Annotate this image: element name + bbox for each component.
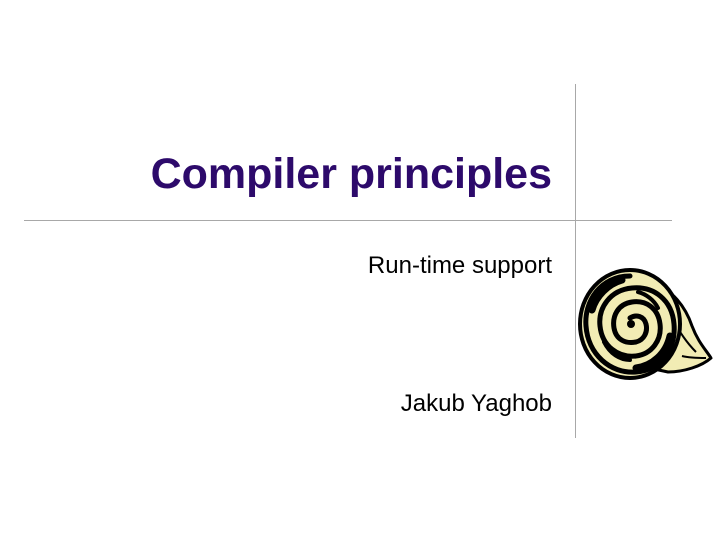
horizontal-divider bbox=[24, 220, 672, 221]
slide-title: Compiler principles bbox=[150, 150, 552, 198]
slide-subtitle: Run-time support bbox=[367, 252, 552, 279]
slide-author: Jakub Yaghob bbox=[400, 390, 552, 417]
vertical-divider bbox=[575, 84, 576, 438]
scroll-icon bbox=[578, 268, 713, 380]
